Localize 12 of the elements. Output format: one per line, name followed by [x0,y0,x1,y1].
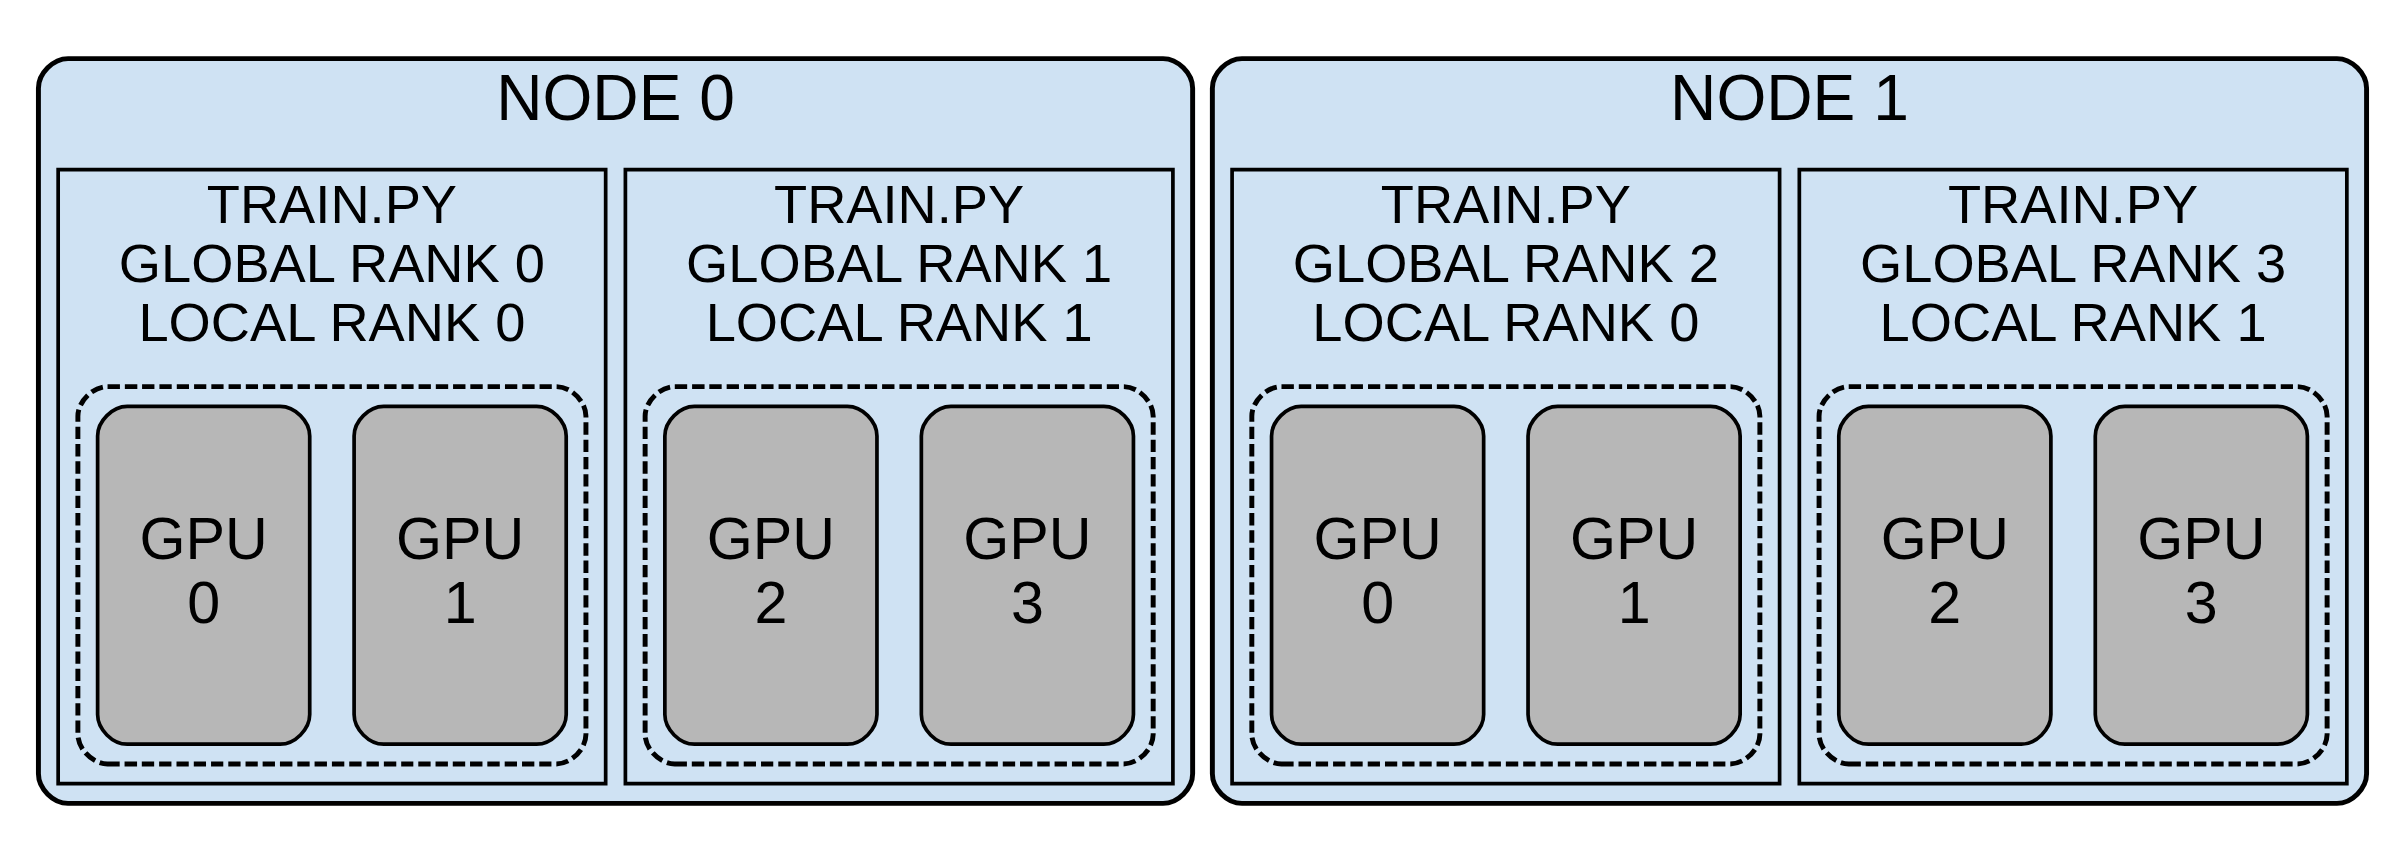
node-box: GPU 2 [1836,404,2053,747]
cluster [642,384,1156,767]
cluster [1816,384,2330,767]
node-box: GPU 1 [352,404,569,747]
node-box: GPU 3 [919,404,1136,747]
node-box: GPU 0 [1269,404,1486,747]
cluster [1249,384,1763,767]
node-box: GPU 0 [95,404,312,747]
node-box: GPU 3 [2093,404,2310,747]
node-box: GPU 1 [1526,404,1742,747]
node-box: GPU 2 [663,404,879,747]
cluster [75,384,589,767]
